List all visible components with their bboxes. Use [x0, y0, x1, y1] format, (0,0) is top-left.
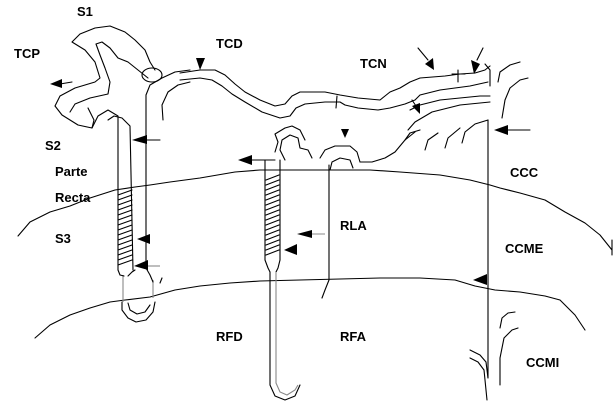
arrow-long-loop — [238, 155, 276, 165]
short-loop-taper-right — [127, 269, 136, 277]
label-parte: Parte — [55, 164, 88, 179]
proximal-convoluted-tubule-outer — [54, 25, 156, 107]
label-s1: S1 — [77, 4, 93, 19]
s3-hatching — [117, 189, 133, 266]
long-loop-thin-ascending — [275, 272, 299, 396]
connecting-arcade-1 — [484, 63, 491, 87]
macula-densa-arc-outer — [319, 145, 361, 163]
connecting-arcade-5 — [404, 129, 421, 141]
medullary-duct-right-2 — [499, 327, 519, 386]
distal-convoluted-tubule-inner — [179, 77, 489, 119]
arrow-tcn-2 — [471, 47, 484, 74]
medullary-duct-left-2 — [469, 357, 488, 401]
tcn-tick-1 — [335, 95, 338, 109]
label-s2: S2 — [45, 138, 61, 153]
outer-inner-medulla-boundary — [34, 277, 586, 339]
arrow-s2 — [132, 135, 161, 144]
rfd-hatching — [265, 174, 280, 256]
label-tcp: TCP — [14, 46, 40, 61]
connecting-arcade-6 — [424, 132, 439, 151]
label-rfd: RFD — [216, 329, 243, 344]
label-recta: Recta — [55, 190, 91, 205]
distal-straight-left-line — [145, 69, 191, 269]
long-loop-taper-left — [264, 259, 271, 273]
arrow-tcn-1 — [417, 47, 434, 70]
short-loop-ascending — [145, 267, 154, 283]
long-loop-thin-descending — [269, 271, 301, 401]
label-s3: S3 — [55, 231, 71, 246]
connecting-arcade-8 — [461, 119, 489, 144]
label-rfa: RFA — [340, 329, 367, 344]
label-ccc: CCC — [510, 165, 539, 180]
distal-straight-inner — [161, 81, 191, 121]
long-loop-hairpin-top — [279, 134, 313, 161]
cortex-medulla-boundary — [17, 169, 613, 251]
arrow-rla — [297, 230, 325, 238]
macula-densa-arc-inner — [329, 157, 354, 171]
arrow-rfd — [284, 244, 297, 255]
label-ccme: CCME — [505, 241, 544, 256]
proximal-convoluted-tubule-inner — [69, 41, 149, 113]
long-loop-hairpin-inner — [274, 125, 306, 153]
arrow-s3-1 — [137, 234, 150, 244]
medullary-duct-right-1 — [499, 311, 516, 329]
short-loop-taper-left — [117, 269, 125, 277]
arrow-ccc — [494, 125, 531, 135]
arrow-macula-down — [341, 129, 349, 138]
connecting-arcade-3 — [501, 77, 529, 119]
proximal-loop-lower — [54, 105, 95, 129]
arrow-tcd-down — [196, 58, 205, 70]
arrow-tcp — [50, 79, 73, 88]
label-tcn: TCN — [360, 56, 387, 71]
arrow-ccme — [473, 274, 487, 285]
long-loop-taper-right — [275, 259, 281, 273]
pars-recta-inner-right — [107, 115, 134, 271]
short-loop-bottom-outer — [121, 301, 156, 323]
short-loop-tick — [159, 277, 163, 284]
distal-convoluted-tubule-outer — [179, 65, 491, 107]
label-tcd: TCD — [216, 36, 243, 51]
medullary-duct-left-1 — [469, 349, 489, 379]
connecting-arcade-7 — [444, 127, 461, 149]
pars-recta-outer-left — [91, 109, 119, 271]
connecting-arcade-4 — [407, 101, 491, 131]
thin-ascending-limb — [321, 164, 330, 299]
label-rla: RLA — [340, 218, 367, 233]
short-loop-bottom-inner — [127, 302, 151, 315]
connecting-arcade-2 — [497, 61, 521, 83]
label-ccmi: CCMI — [526, 355, 559, 370]
arrow-arcade — [411, 99, 420, 114]
glomerulus-macula — [141, 67, 163, 83]
connecting-to-arcade — [359, 131, 416, 163]
arrow-s3-2 — [134, 260, 160, 270]
